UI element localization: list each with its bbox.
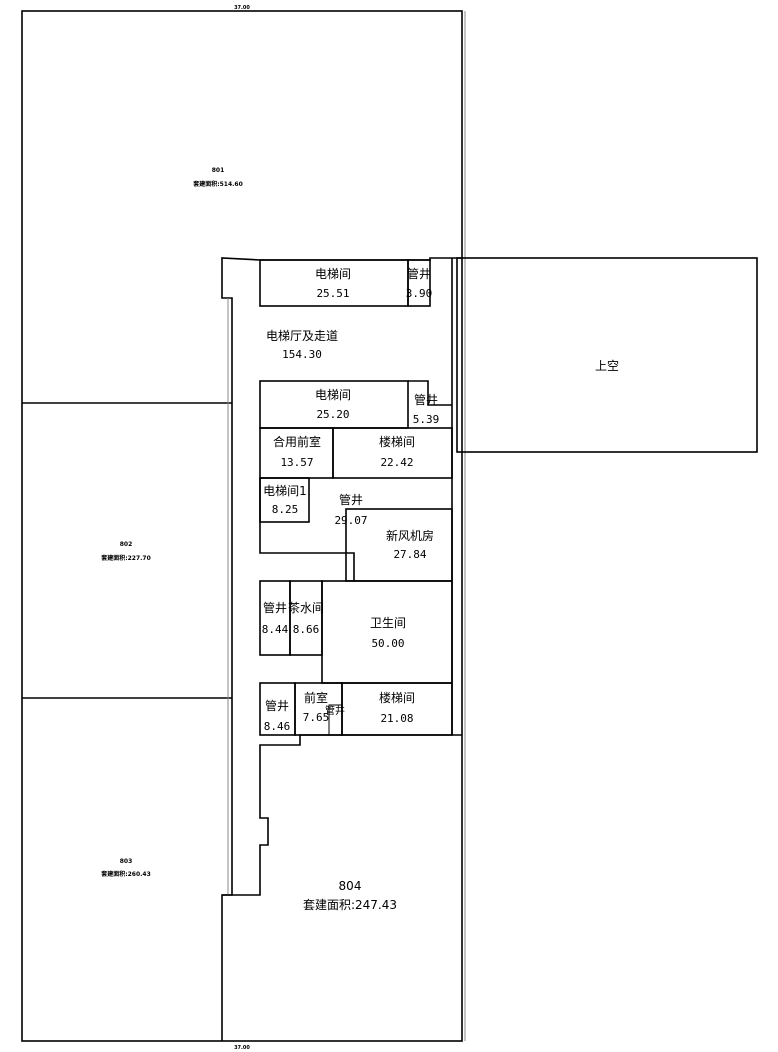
room-label: 楼梯间: [379, 690, 415, 705]
unit-804-id: 804: [339, 879, 362, 893]
room-stair-1: [332, 427, 453, 479]
room-label: 上空: [595, 359, 619, 373]
unit-802-id: 802: [120, 541, 133, 548]
room-label: 管井: [265, 698, 289, 713]
dimension-top: 37.00: [234, 5, 250, 11]
room-area: 154.30: [282, 348, 322, 361]
unit-804-area: 套建面积:247.43: [303, 898, 397, 912]
room-label: 合用前室: [273, 434, 321, 449]
room-label: 电梯间: [315, 267, 351, 281]
room-label: 电梯间: [315, 388, 351, 402]
room-area: 25.20: [316, 408, 349, 421]
void-area: [456, 257, 758, 453]
room-area: 21.08: [380, 712, 413, 725]
room-shaft-3: [259, 478, 355, 581]
room-label: 管井: [414, 392, 438, 407]
room-area: 13.57: [280, 456, 313, 469]
room-toilet: [321, 580, 453, 684]
room-stair-2: [341, 682, 453, 736]
unit-802-area: 套建面积:227.70: [101, 554, 151, 562]
room-area: 8.46: [264, 720, 291, 733]
room-label: 前室: [304, 690, 328, 705]
room-area: 50.00: [371, 637, 404, 650]
room-tea: [289, 580, 323, 656]
outer-boundary: [21, 10, 463, 1042]
room-label: 管井: [339, 492, 363, 507]
room-shaft-2: [408, 380, 452, 406]
room-area: 3.90: [406, 287, 433, 300]
room-area: 25.51: [316, 287, 349, 300]
room-label: 管井: [407, 266, 431, 281]
room-label: 管井: [325, 704, 345, 717]
unit-803-id: 803: [120, 858, 133, 865]
unit-803-area: 套建面积:260.43: [101, 870, 151, 878]
room-shaft-4: [259, 580, 291, 656]
room-area: 27.84: [393, 548, 426, 561]
dimension-bottom: 37.00: [234, 1045, 250, 1051]
room-label: 楼梯间: [379, 434, 415, 449]
room-area: 22.42: [380, 456, 413, 469]
room-label: 管井: [263, 600, 287, 615]
room-label: 电梯间1: [263, 484, 307, 498]
room-area: 8.66: [293, 623, 320, 636]
room-area: 5.39: [413, 413, 440, 426]
room-label: 电梯厅及走道: [266, 329, 338, 343]
room-label: 新风机房: [386, 528, 434, 543]
unit-801-id: 801: [212, 167, 225, 174]
core-left-boundary: [221, 257, 462, 1041]
room-area: 8.44: [262, 623, 289, 636]
room-area: 29.07: [334, 514, 367, 527]
room-area: 7.65: [303, 711, 330, 724]
unit-804-boundary: [222, 734, 462, 896]
room-label: 卫生间: [370, 616, 406, 630]
unit-801-area: 套建面积:514.60: [193, 180, 243, 188]
room-area: 8.25: [272, 503, 299, 516]
room-label: 茶水间: [288, 600, 324, 615]
room-shaft-1: [407, 259, 431, 307]
